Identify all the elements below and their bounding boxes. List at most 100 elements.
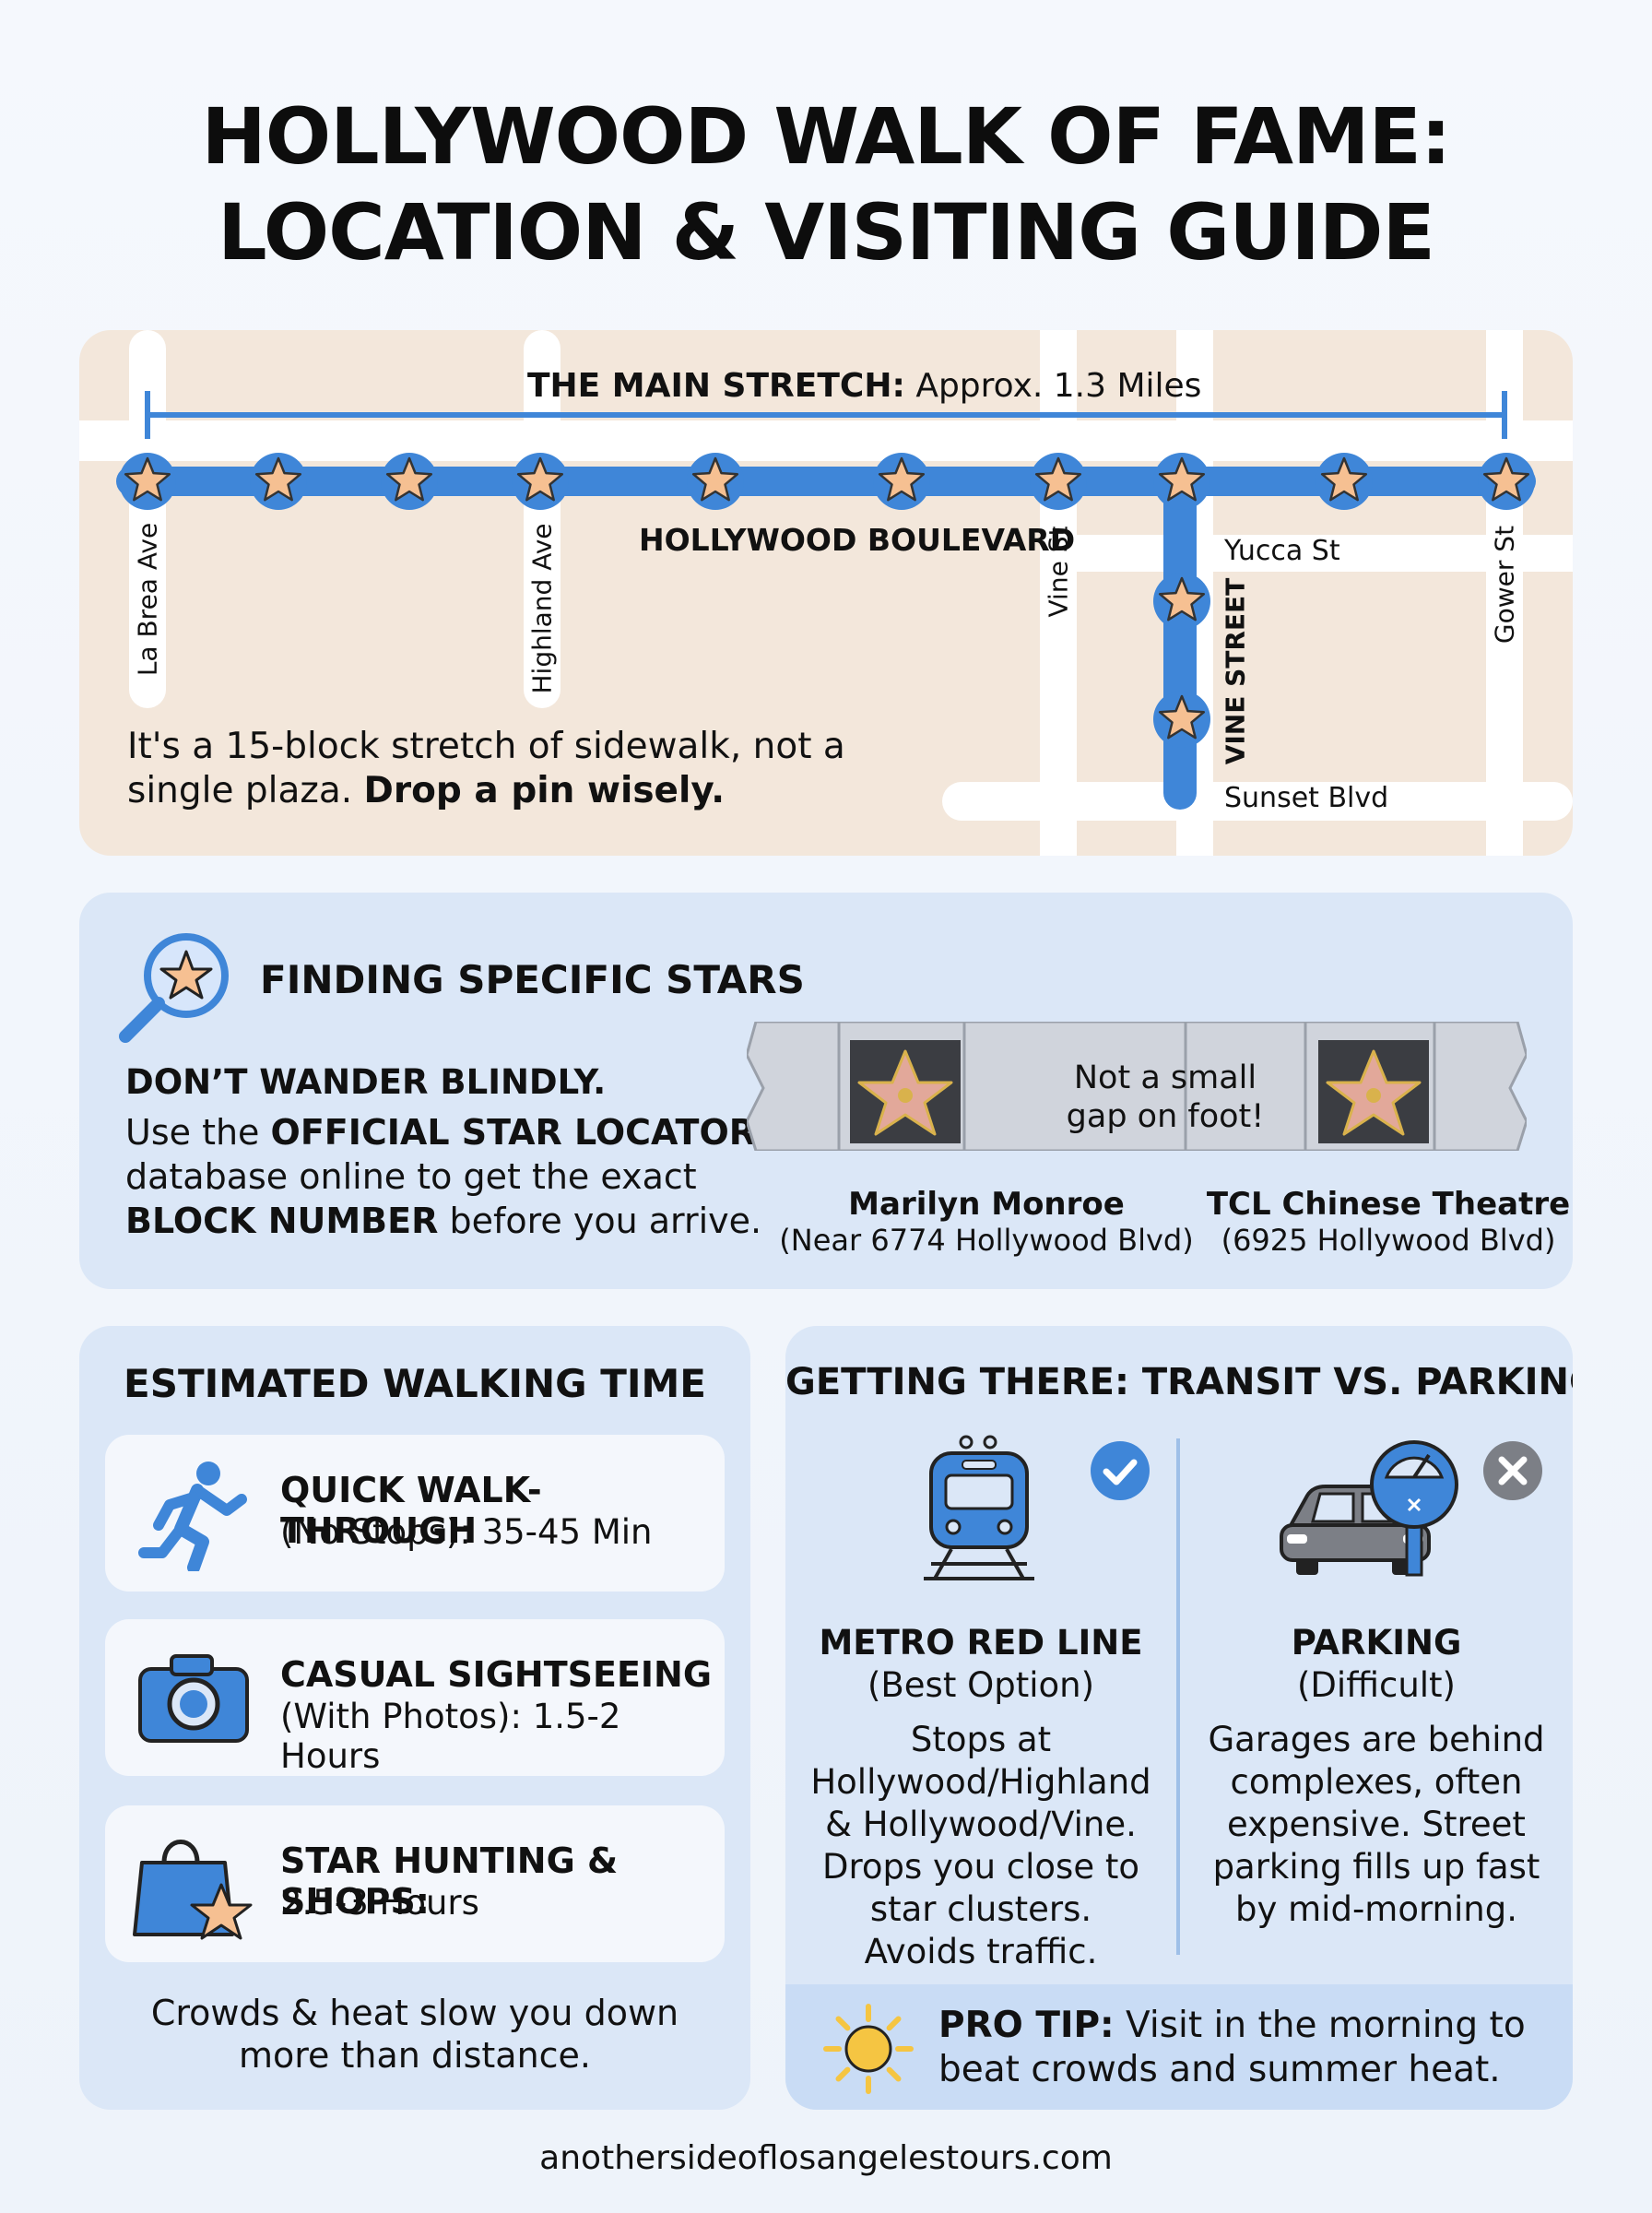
route-star-icon (1158, 576, 1206, 621)
route-star-icon (124, 456, 171, 502)
map-note-bold: Drop a pin wisely. (363, 770, 726, 811)
route-star-icon (1034, 456, 1082, 502)
boulevard-label: HOLLYWOOD BOULEVARD (639, 522, 1076, 558)
pro-tip-line2: beat crowds and summer heat. (938, 2049, 1501, 2090)
finding-heading: FINDING SPECIFIC STARS (260, 957, 805, 1002)
sun-icon (823, 2004, 914, 2094)
parking-line: complexes, often (1230, 1762, 1523, 1802)
gap-note: Not a small gap on foot! (1055, 1059, 1276, 1136)
star2-name: TCL Chinese Theatre (1206, 1186, 1571, 1223)
walk-hunting-title: STAR HUNTING & SHOPS: (280, 1840, 619, 1922)
walk-casual-title: CASUAL SIGHTSEEING (280, 1654, 713, 1695)
running-person-icon (138, 1462, 247, 1571)
walking-note: Crowds & heat slow you down more than di… (79, 1992, 750, 2077)
metro-line: star clusters. (869, 1889, 1092, 1929)
parking-title: PARKING (1291, 1623, 1462, 1663)
route-star-icon (516, 456, 564, 502)
metro-title: METRO RED LINE (819, 1623, 1143, 1663)
page-title-line2: LOCATION & VISITING GUIDE (218, 187, 1435, 278)
sun-ray (835, 2016, 851, 2031)
walk-quick-detail: (No Stops): 35-45 Min (280, 1512, 653, 1552)
metro-subtitle: (Best Option) (867, 1665, 1095, 1705)
sun-ray (835, 2066, 851, 2082)
map-note-line1: It's a 15-block stretch of sidewalk, not… (127, 726, 845, 767)
route-stars (119, 453, 1535, 748)
parking-line: expensive. Street (1227, 1805, 1526, 1844)
map-card: THE MAIN STRETCH: Approx. 1.3 Miles HOLL… (79, 330, 1573, 856)
finding-line3-bold: BLOCK NUMBER (125, 1201, 439, 1241)
parking-line: Garages are behind (1208, 1720, 1545, 1759)
hollywood-blvd-base (79, 420, 1573, 461)
pro-tip-text1: Visit in the morning to (1126, 2005, 1526, 2046)
walk-quick-title: QUICK WALK-THROUGH (280, 1470, 542, 1551)
stretch-label-bold: THE MAIN STRETCH: (527, 367, 905, 405)
route-star-icon (878, 456, 926, 502)
pro-tip-label: PRO TIP: (938, 2005, 1115, 2046)
route-star-icon (691, 456, 739, 502)
star1-address: (Near 6774 Hollywood Blvd) (779, 1223, 1194, 1258)
x-circle-icon (1483, 1441, 1542, 1500)
transit-card: GETTING THERE: TRANSIT VS. PARKING METRO… (785, 1326, 1573, 2110)
metro-line: Hollywood/Highland (810, 1762, 1151, 1802)
walk-casual-detail: (With Photos): 1.5-2 Hours (280, 1697, 621, 1776)
finding-line2: database online to get the exact (125, 1156, 697, 1197)
pro-tip-line1: PRO TIP: Visit in the morning to (938, 2005, 1526, 2046)
star2-address: (6925 Hollywood Blvd) (1221, 1223, 1556, 1258)
finding-line1-plain: Use the (125, 1112, 260, 1153)
metro-line: Stops at (910, 1720, 1052, 1759)
metro-line: Drops you close to (821, 1847, 1139, 1887)
route-star-icon (385, 456, 433, 502)
finding-line3: BLOCK NUMBER before you arrive. (125, 1199, 761, 1243)
finding-line1: Use the OFFICIAL STAR LOCATOR (125, 1110, 756, 1154)
stretch-label-rest: Approx. 1.3 Miles (915, 367, 1202, 405)
street-map (79, 330, 1573, 856)
walk-item-quick: QUICK WALK-THROUGH (No Stops): 35-45 Min (105, 1435, 725, 1592)
sun-ray (886, 2066, 902, 2082)
star-tile-marilyn-icon (850, 1040, 961, 1143)
map-note-line2: single plaza. Drop a pin wisely. (127, 769, 725, 813)
stretch-label: THE MAIN STRETCH: Approx. 1.3 Miles (527, 367, 1201, 405)
parking-subtitle: (Difficult) (1297, 1665, 1456, 1705)
vine-street-route (1163, 481, 1197, 810)
parking-line: parking fills up fast (1212, 1847, 1540, 1887)
pro-tip-band: PRO TIP: Visit in the morning to beat cr… (785, 1984, 1573, 2110)
finding-line1-bold: OFFICIAL STAR LOCATOR (270, 1112, 757, 1153)
route-star-icon (1482, 456, 1530, 502)
car-parking-meter-icon (1280, 1440, 1458, 1577)
parking-description: Garages are behind complexes, often expe… (1180, 1719, 1573, 1931)
footer-url[interactable]: anothersideoflosangelestours.com (539, 2139, 1113, 2177)
walk-hunting-detail: 2.5-3 Hours (280, 1883, 479, 1923)
yucca-label: Yucca St (1224, 535, 1340, 567)
route-star-icon (1158, 694, 1206, 740)
finding-stars-card: FINDING SPECIFIC STARS DON’T WANDER BLIN… (79, 893, 1573, 1289)
route-star-icon (1158, 456, 1206, 502)
yucca-street (1077, 535, 1573, 572)
star1-name: Marilyn Monroe (848, 1186, 1125, 1223)
route-star-icon (254, 456, 302, 502)
walking-note-line1: Crowds & heat slow you down (150, 1993, 679, 2033)
la-brea-label: La Brea Ave (132, 522, 163, 677)
vine-street-label: VINE STREET (1220, 577, 1251, 765)
walking-note-line2: more than distance. (238, 2035, 592, 2076)
vine-st-label: Vine St (1043, 526, 1074, 618)
walk-item-hunting: STAR HUNTING & SHOPS: 2.5-3 Hours (105, 1805, 725, 1962)
transit-heading: GETTING THERE: TRANSIT VS. PARKING (785, 1361, 1573, 1403)
walk-item-casual: CASUAL SIGHTSEEING (With Photos): 1.5-2 … (105, 1619, 725, 1776)
highland-label: Highland Ave (526, 523, 558, 694)
train-icon (924, 1435, 1034, 1580)
finding-line3-plain: before you arrive. (449, 1201, 762, 1241)
gap-note-line2: gap on foot! (1066, 1098, 1265, 1135)
parking-line: by mid-morning. (1235, 1889, 1517, 1929)
sunset-label: Sunset Blvd (1224, 782, 1389, 814)
check-circle-icon (1091, 1441, 1150, 1500)
walking-heading: ESTIMATED WALKING TIME (124, 1361, 706, 1406)
metro-line: Avoids traffic. (864, 1932, 1098, 1971)
sunset-street (942, 782, 1573, 821)
camera-icon (138, 1654, 249, 1743)
page-title-line1: HOLLYWOOD WALK OF FAME: (201, 91, 1451, 182)
gap-note-line1: Not a small (1073, 1059, 1257, 1096)
metro-description: Stops at Hollywood/Highland & Hollywood/… (785, 1719, 1176, 1973)
transit-divider (1176, 1438, 1180, 1955)
star-tile-tcl-icon (1318, 1040, 1429, 1143)
magnifier-star-icon (119, 933, 229, 1043)
